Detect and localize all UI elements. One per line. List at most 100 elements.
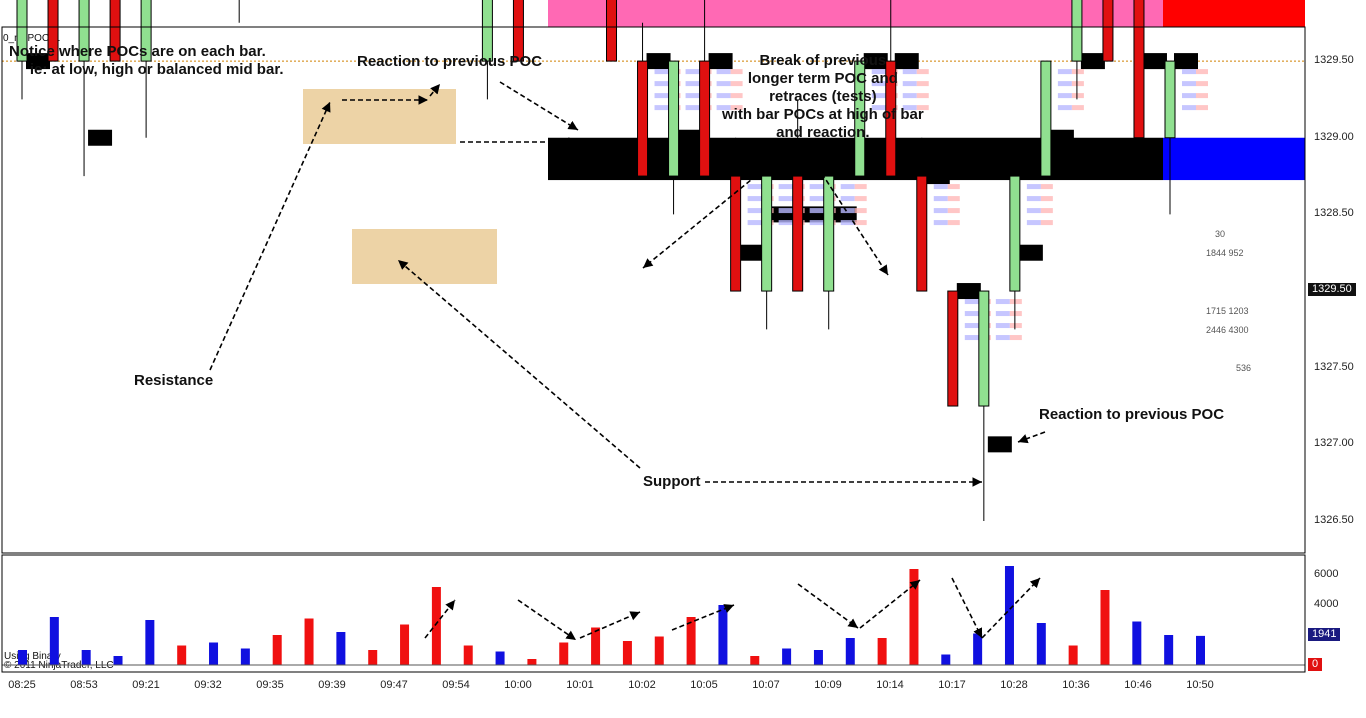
bar-poc <box>708 53 733 70</box>
profile-bid <box>809 184 824 190</box>
time-tick-label: 10:02 <box>628 679 656 691</box>
poc-zone-red-mid <box>1163 0 1305 27</box>
volume-panel-frame <box>1 554 1306 673</box>
profile-bid <box>1026 220 1041 226</box>
profile-bid <box>1057 81 1072 87</box>
profile-bid <box>654 81 669 87</box>
time-tick-label: 10:00 <box>504 679 532 691</box>
volume-bar <box>750 656 760 665</box>
profile-bid <box>871 69 886 75</box>
candle-up <box>16 0 28 62</box>
annotation-reaction-2: Reaction to previous POC <box>1039 406 1225 423</box>
profile-ask <box>1071 81 1084 87</box>
profile-bid <box>1057 93 1072 99</box>
indicator-label: 0_myPOC_1 <box>3 33 61 44</box>
profile-ask <box>1009 311 1022 317</box>
volume-bar <box>81 650 91 665</box>
time-tick-label: 10:36 <box>1062 679 1090 691</box>
profile-ask <box>1071 105 1084 111</box>
profile-ask <box>854 208 867 214</box>
candle-down <box>637 60 649 177</box>
candle-up <box>78 0 90 62</box>
price-tick-label: 1328.50 <box>1314 207 1354 220</box>
price-tick-label: 1326.50 <box>1314 514 1354 526</box>
profile-bid <box>716 93 731 99</box>
profile-ask <box>1040 184 1053 190</box>
volume-bar <box>718 605 728 665</box>
price-tick-label: 1329.00 <box>1314 130 1354 143</box>
candle-down <box>512 0 524 62</box>
profile-ask <box>947 184 960 190</box>
profile-bid <box>1182 81 1196 87</box>
time-tick-label: 10:14 <box>876 679 904 691</box>
candle-up <box>1009 175 1021 292</box>
volume-bar <box>495 651 505 665</box>
profile-bid <box>747 196 762 202</box>
profile-bid <box>716 105 731 111</box>
price-tick-label: 1329.50 <box>1314 54 1354 67</box>
profile-ask <box>730 81 743 87</box>
profile-ask <box>1009 299 1022 305</box>
stat-1: 1844 952 <box>1206 248 1244 258</box>
annotation-arrow <box>209 101 331 371</box>
time-tick-label: 09:47 <box>380 679 408 691</box>
volume-bar <box>1036 623 1046 665</box>
annotation-arrow <box>429 83 441 97</box>
volume-bar <box>336 632 346 665</box>
volume-bar <box>973 633 983 665</box>
annotation-arrow <box>1017 431 1046 444</box>
price-tick-label: 1327.50 <box>1314 360 1354 373</box>
candle-up <box>1164 60 1176 139</box>
volume-bar <box>782 648 792 665</box>
bar-poc <box>88 129 113 146</box>
profile-ask <box>947 208 960 214</box>
volume-bar <box>1004 566 1014 665</box>
annotation-arrow <box>859 579 921 629</box>
profile-bid <box>654 69 669 75</box>
candle-up <box>481 0 493 62</box>
stat-4: 536 <box>1236 363 1252 373</box>
profile-bid <box>902 93 917 99</box>
bar-poc <box>1080 53 1105 70</box>
time-tick-label: 09:39 <box>318 679 346 691</box>
profile-bid <box>809 196 824 202</box>
profile-bid <box>902 69 917 75</box>
volume-bar <box>304 618 314 665</box>
time-tick-label: 08:25 <box>8 679 36 691</box>
profile-ask <box>916 105 929 111</box>
profile-ask <box>947 196 960 202</box>
volume-bar <box>209 642 219 665</box>
candle-up <box>1040 60 1052 177</box>
profile-bid <box>1026 196 1041 202</box>
candle-up <box>1071 0 1083 62</box>
profile-ask <box>854 196 867 202</box>
volume-bar <box>559 642 569 665</box>
candle-down <box>109 0 121 62</box>
volume-tick-label: 4000 <box>1314 598 1339 610</box>
bar-poc <box>739 244 764 261</box>
profile-bid <box>871 105 886 111</box>
time-tick-label: 09:21 <box>132 679 160 691</box>
annotation-arrow <box>951 577 983 639</box>
profile-bid <box>840 184 855 190</box>
annotation-notice: Notice where POCs are on each bar. ie: a… <box>9 43 284 78</box>
profile-bid <box>964 311 979 317</box>
profile-ask <box>947 220 960 226</box>
profile-bid <box>1182 105 1196 111</box>
profile-bid <box>840 220 855 226</box>
volume-bar <box>400 624 410 665</box>
profile-bid <box>747 220 762 226</box>
profile-bid <box>685 105 700 111</box>
time-tick-label: 08:53 <box>70 679 98 691</box>
bar-poc <box>1049 129 1074 146</box>
binary-label: Using Binary <box>4 651 61 662</box>
profile-bid <box>685 69 700 75</box>
profile-bid <box>1182 69 1196 75</box>
volume-bar <box>1100 590 1110 665</box>
candle-down <box>606 0 618 62</box>
profile-bid <box>964 335 979 341</box>
time-tick-label: 09:32 <box>194 679 222 691</box>
volume-bar <box>463 645 473 665</box>
time-tick-label: 10:50 <box>1186 679 1214 691</box>
volume-bar <box>654 636 664 665</box>
